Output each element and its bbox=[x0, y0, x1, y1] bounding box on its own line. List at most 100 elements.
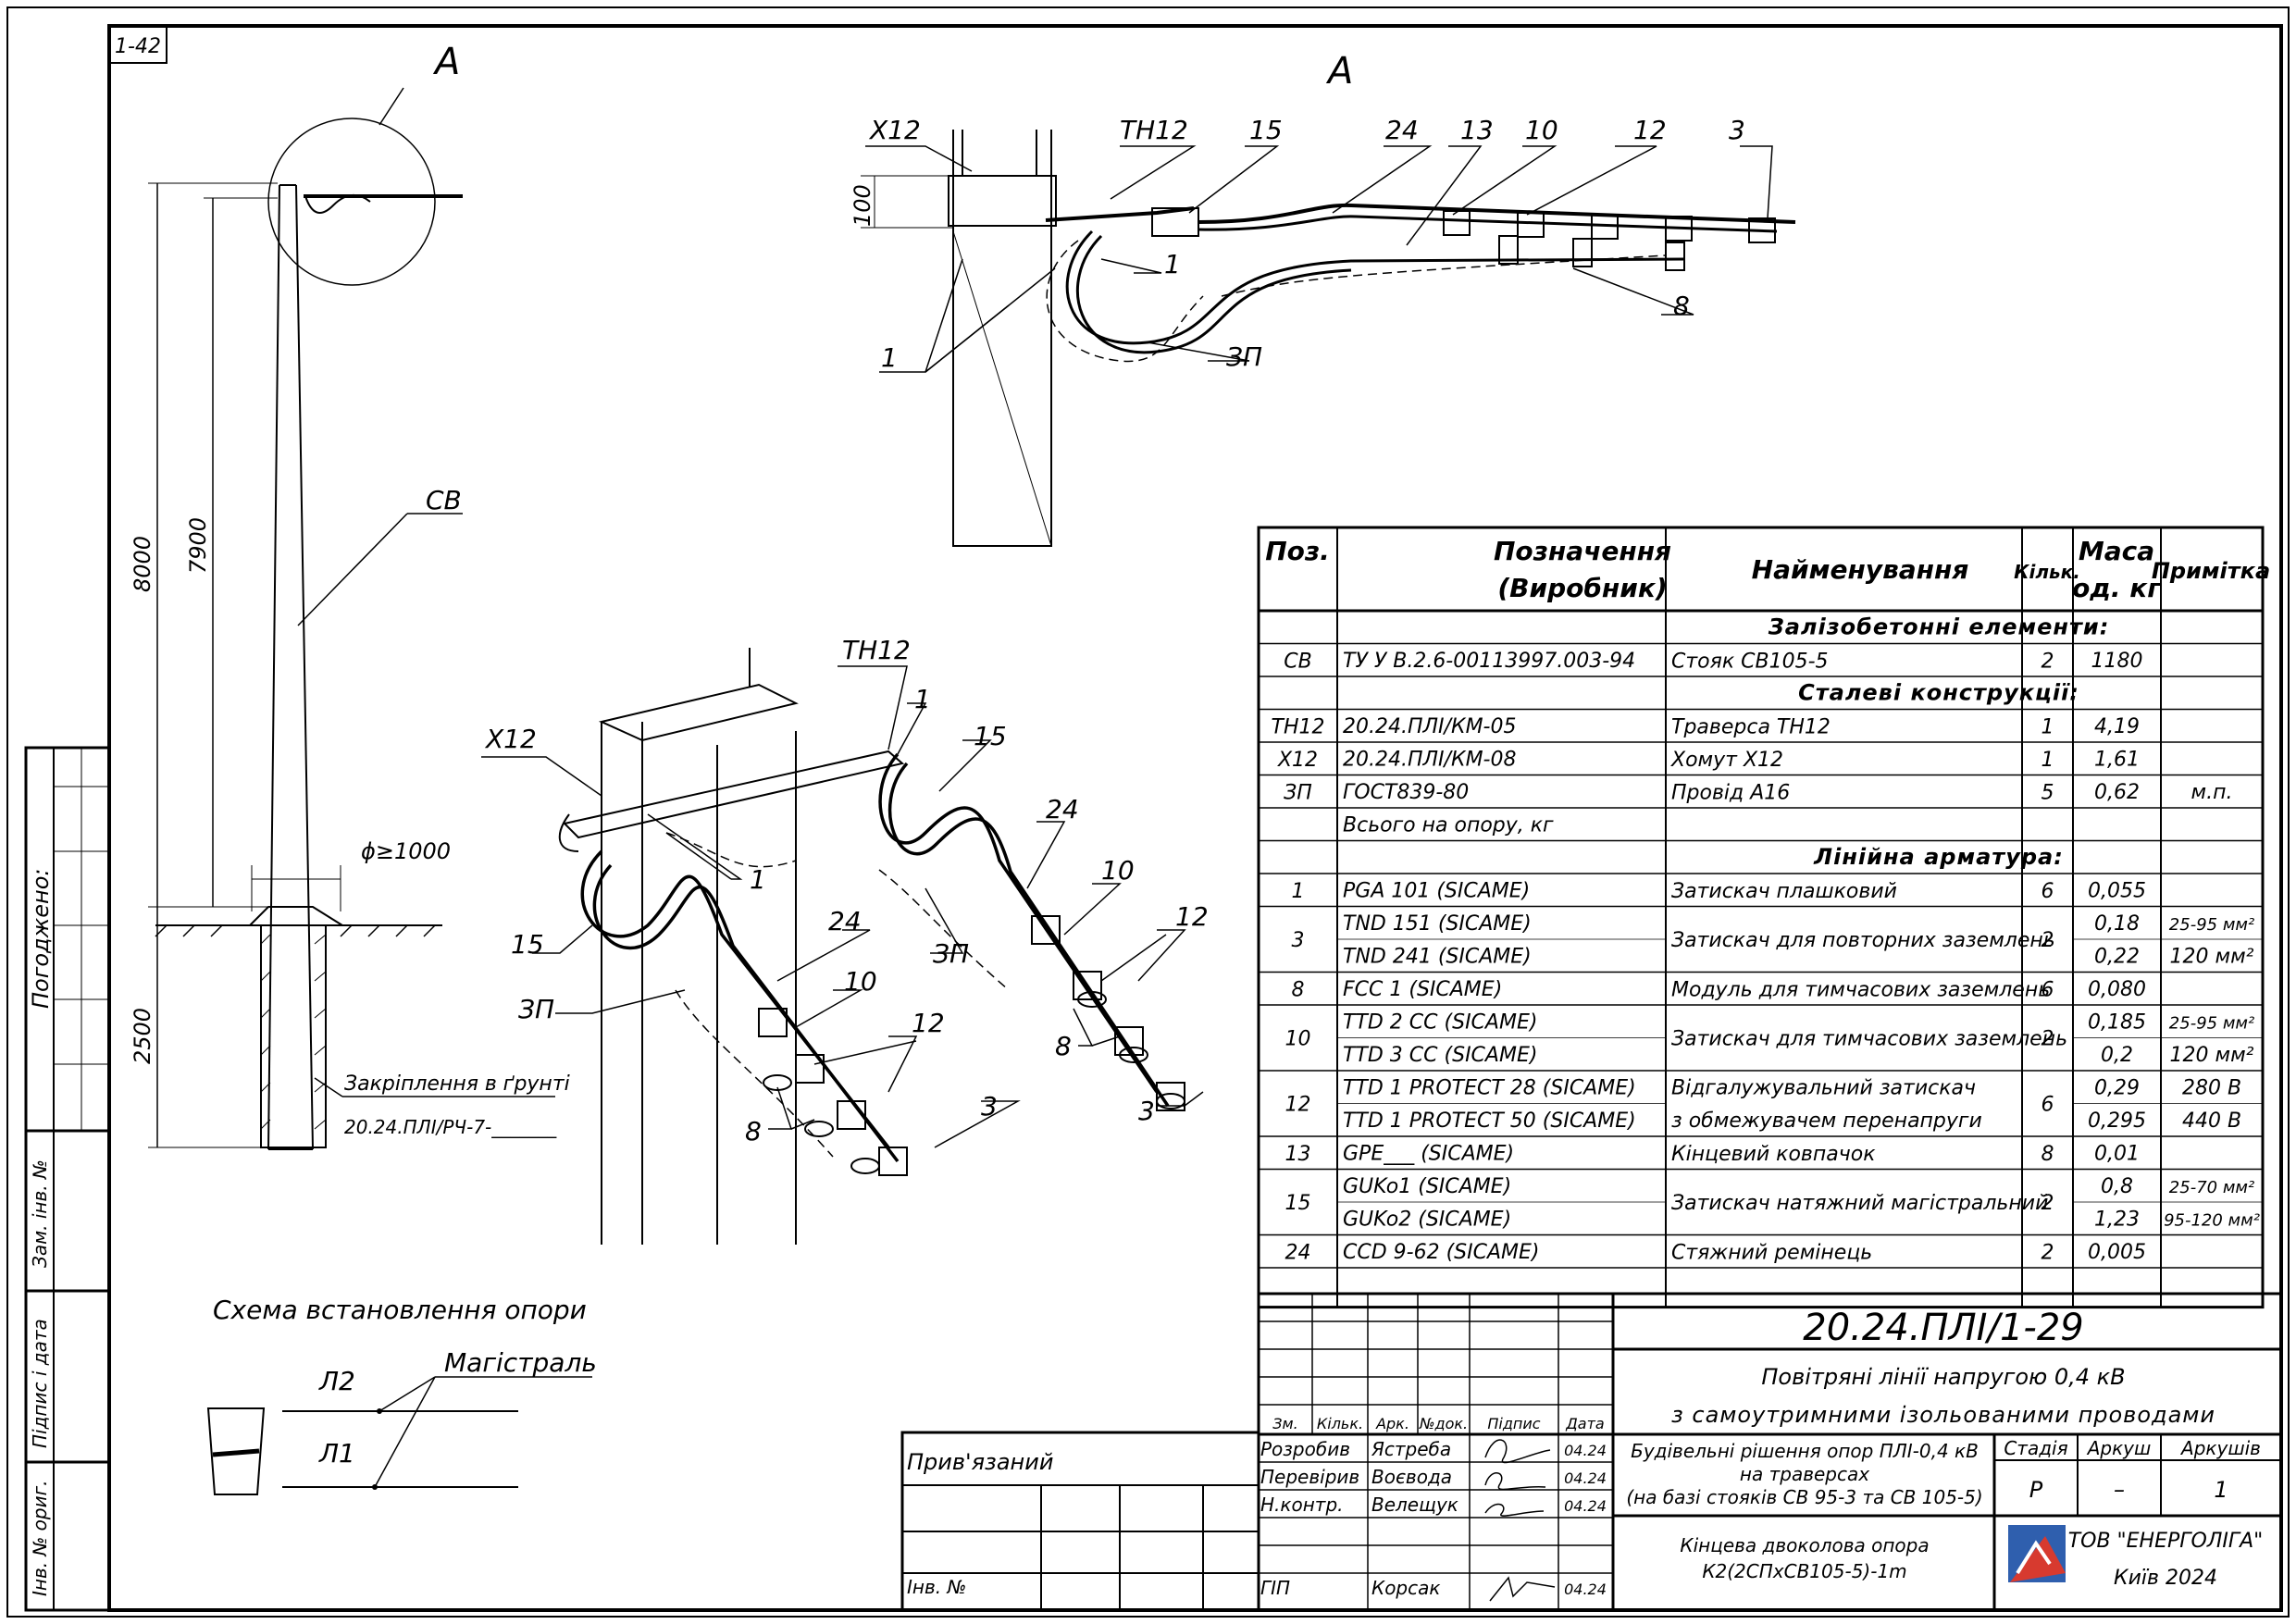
detail-view-a: A 100 bbox=[850, 50, 1796, 547]
hdr-pos: Поз. bbox=[1265, 536, 1330, 566]
spec-pos: Х12 bbox=[1277, 749, 1318, 772]
hdr-mass-1: Маса bbox=[2079, 536, 2154, 566]
spec-designation: GUKo1 (SICAME) bbox=[1343, 1175, 1511, 1198]
svg-text:24: 24 bbox=[828, 906, 862, 936]
svg-text:04.24: 04.24 bbox=[1564, 1581, 1607, 1598]
svg-text:на траверсах: на траверсах bbox=[1740, 1463, 1869, 1485]
svg-text:(на базі стояків СВ 95-3 та СВ: (на базі стояків СВ 95-3 та СВ 105-5) bbox=[1626, 1486, 1982, 1508]
spec-qty: 5 bbox=[2042, 781, 2054, 804]
detail-circle bbox=[267, 118, 436, 286]
spec-designation: TTD 1 PROTECT 28 (SICAME) bbox=[1343, 1077, 1636, 1100]
spec-name: Кінцевий ковпачок bbox=[1671, 1143, 1876, 1166]
spec-note: м.п. bbox=[2191, 781, 2233, 804]
spec-section-title: Сталеві конструкції: bbox=[1798, 680, 2079, 706]
spec-name: Траверса ТН12 bbox=[1671, 715, 1831, 738]
svg-text:ТОВ "ЕНЕРГОЛІГА": ТОВ "ЕНЕРГОЛІГА" bbox=[2068, 1530, 2264, 1553]
spec-designation: TTD 2 CC (SICAME) bbox=[1343, 1011, 1537, 1035]
svg-text:10: 10 bbox=[1101, 855, 1135, 886]
svg-text:04.24: 04.24 bbox=[1564, 1469, 1607, 1487]
spec-pos: 3 bbox=[1292, 929, 1305, 952]
spec-mass: 0,185 bbox=[2088, 1011, 2146, 1035]
svg-text:04.24: 04.24 bbox=[1564, 1442, 1607, 1459]
title-block: Прив'язаний Інв. № Зм. Кільк. Арк. №док.… bbox=[900, 1292, 2283, 1612]
spec-mass: 0,055 bbox=[2088, 880, 2146, 903]
svg-text:Х12: Х12 bbox=[868, 115, 921, 145]
svg-text:Л1: Л1 bbox=[318, 1438, 355, 1469]
svg-text:24: 24 bbox=[1046, 794, 1079, 824]
spec-qty: 6 bbox=[2042, 1094, 2054, 1117]
spec-name: Затискач плашковий bbox=[1671, 880, 1897, 903]
spec-qty: 2 bbox=[2042, 929, 2054, 952]
spec-mass: 1180 bbox=[2091, 650, 2143, 673]
spec-designation: FCC 1 (SICAME) bbox=[1343, 978, 1502, 1001]
svg-text:Дата: Дата bbox=[1565, 1415, 1604, 1432]
spec-section-title: Залізобетонні елементи: bbox=[1768, 614, 2110, 640]
spec-note: 120 мм² bbox=[2170, 1044, 2254, 1067]
svg-text:Аркушів: Аркушів bbox=[2179, 1437, 2261, 1459]
svg-text:7900: 7900 bbox=[185, 517, 211, 574]
pole-elevation: A 8000 7900 2500 ϕ≥ bbox=[130, 41, 570, 1150]
inv-no-label: Інв. № bbox=[907, 1576, 966, 1598]
spec-qty: 2 bbox=[2042, 650, 2054, 673]
svg-text:Аркуш: Аркуш bbox=[2086, 1437, 2152, 1459]
spec-pos: 13 bbox=[1285, 1143, 1311, 1166]
svg-text:Підпис: Підпис bbox=[1487, 1415, 1540, 1432]
spec-mass: 0,22 bbox=[2094, 946, 2140, 969]
company-logo bbox=[2008, 1525, 2066, 1582]
spec-note: 25-95 мм² bbox=[2169, 915, 2254, 935]
svg-text:8: 8 bbox=[745, 1116, 762, 1147]
svg-text:13: 13 bbox=[1460, 115, 1494, 145]
svg-text:Велещук: Велещук bbox=[1371, 1494, 1458, 1516]
svg-text:Р: Р bbox=[2029, 1477, 2043, 1503]
spec-name: Затискач для тимчасових заземлень bbox=[1671, 1028, 2067, 1051]
svg-text:з самоутримними ізольованими п: з самоутримними ізольованими проводами bbox=[1671, 1402, 2215, 1428]
spec-designation: GPE___ (SICAME) bbox=[1343, 1143, 1514, 1166]
spec-mass: 0,080 bbox=[2088, 978, 2146, 1001]
svg-text:24: 24 bbox=[1385, 115, 1419, 145]
svg-text:Повітряні лінії напругою 0,4 к: Повітряні лінії напругою 0,4 кВ bbox=[1761, 1364, 2125, 1390]
spec-name: з обмежувачем перенапруги bbox=[1671, 1110, 1982, 1133]
svg-text:ЗП: ЗП bbox=[518, 994, 554, 1024]
svg-text:1: 1 bbox=[881, 342, 898, 373]
spec-designation: 20.24.ПЛІ/КМ-08 bbox=[1343, 749, 1517, 772]
svg-text:3: 3 bbox=[981, 1091, 998, 1122]
spec-mass: 4,19 bbox=[2094, 715, 2140, 738]
svg-text:1: 1 bbox=[1164, 249, 1181, 279]
spec-mass: 0,295 bbox=[2088, 1110, 2146, 1133]
spec-note: 440 В bbox=[2182, 1110, 2241, 1133]
svg-text:Корсак: Корсак bbox=[1371, 1577, 1440, 1599]
svg-text:Перевірив: Перевірив bbox=[1260, 1466, 1359, 1488]
svg-text:15: 15 bbox=[1249, 115, 1283, 145]
svg-text:ЗП: ЗП bbox=[933, 938, 969, 969]
side-stamp: Погоджено: Зам. інв. № Підпис і дата Інв… bbox=[24, 746, 111, 1612]
spec-pos: ТН12 bbox=[1272, 715, 1325, 738]
svg-text:15: 15 bbox=[511, 929, 544, 960]
svg-text:Магістраль: Магістраль bbox=[444, 1347, 597, 1378]
spec-note: 25-70 мм² bbox=[2169, 1178, 2254, 1197]
spec-designation: ТУ У В.2.6-00113997.003-94 bbox=[1343, 650, 1635, 673]
spec-qty: 8 bbox=[2042, 1143, 2054, 1166]
hdr-note: Примітка bbox=[2152, 558, 2270, 584]
detail-label: A bbox=[432, 41, 460, 83]
svg-text:20.24.ПЛІ/РЧ-7-_______: 20.24.ПЛІ/РЧ-7-_______ bbox=[344, 1116, 557, 1138]
svg-text:12: 12 bbox=[1175, 901, 1209, 932]
svg-text:ЗП: ЗП bbox=[1226, 341, 1262, 372]
spec-note: 120 мм² bbox=[2170, 946, 2254, 969]
svg-text:8000: 8000 bbox=[130, 536, 155, 592]
spec-pos: 12 bbox=[1285, 1094, 1311, 1117]
spec-pos: 15 bbox=[1285, 1192, 1311, 1215]
svg-text:1: 1 bbox=[914, 684, 931, 714]
svg-text:10: 10 bbox=[844, 966, 877, 997]
doc-code: 20.24.ПЛІ/1-29 bbox=[1803, 1307, 2083, 1349]
signatures bbox=[1484, 1439, 1556, 1602]
outer-border bbox=[6, 6, 2290, 1618]
spec-pos: 24 bbox=[1285, 1241, 1311, 1264]
spec-mass: 0,01 bbox=[2094, 1143, 2140, 1166]
hdr-qty: Кільк. bbox=[2014, 561, 2080, 583]
spec-note: 25-95 мм² bbox=[2169, 1014, 2254, 1034]
spec-qty: 2 bbox=[2042, 1028, 2054, 1051]
specification-table: Поз. Позначення (Виробник) Найменування … bbox=[1257, 526, 2270, 1309]
spec-designation: TTD 3 CC (SICAME) bbox=[1343, 1044, 1537, 1067]
svg-text:№док.: №док. bbox=[1419, 1415, 1468, 1432]
spec-name: Відгалужувальний затискач bbox=[1671, 1077, 1976, 1100]
